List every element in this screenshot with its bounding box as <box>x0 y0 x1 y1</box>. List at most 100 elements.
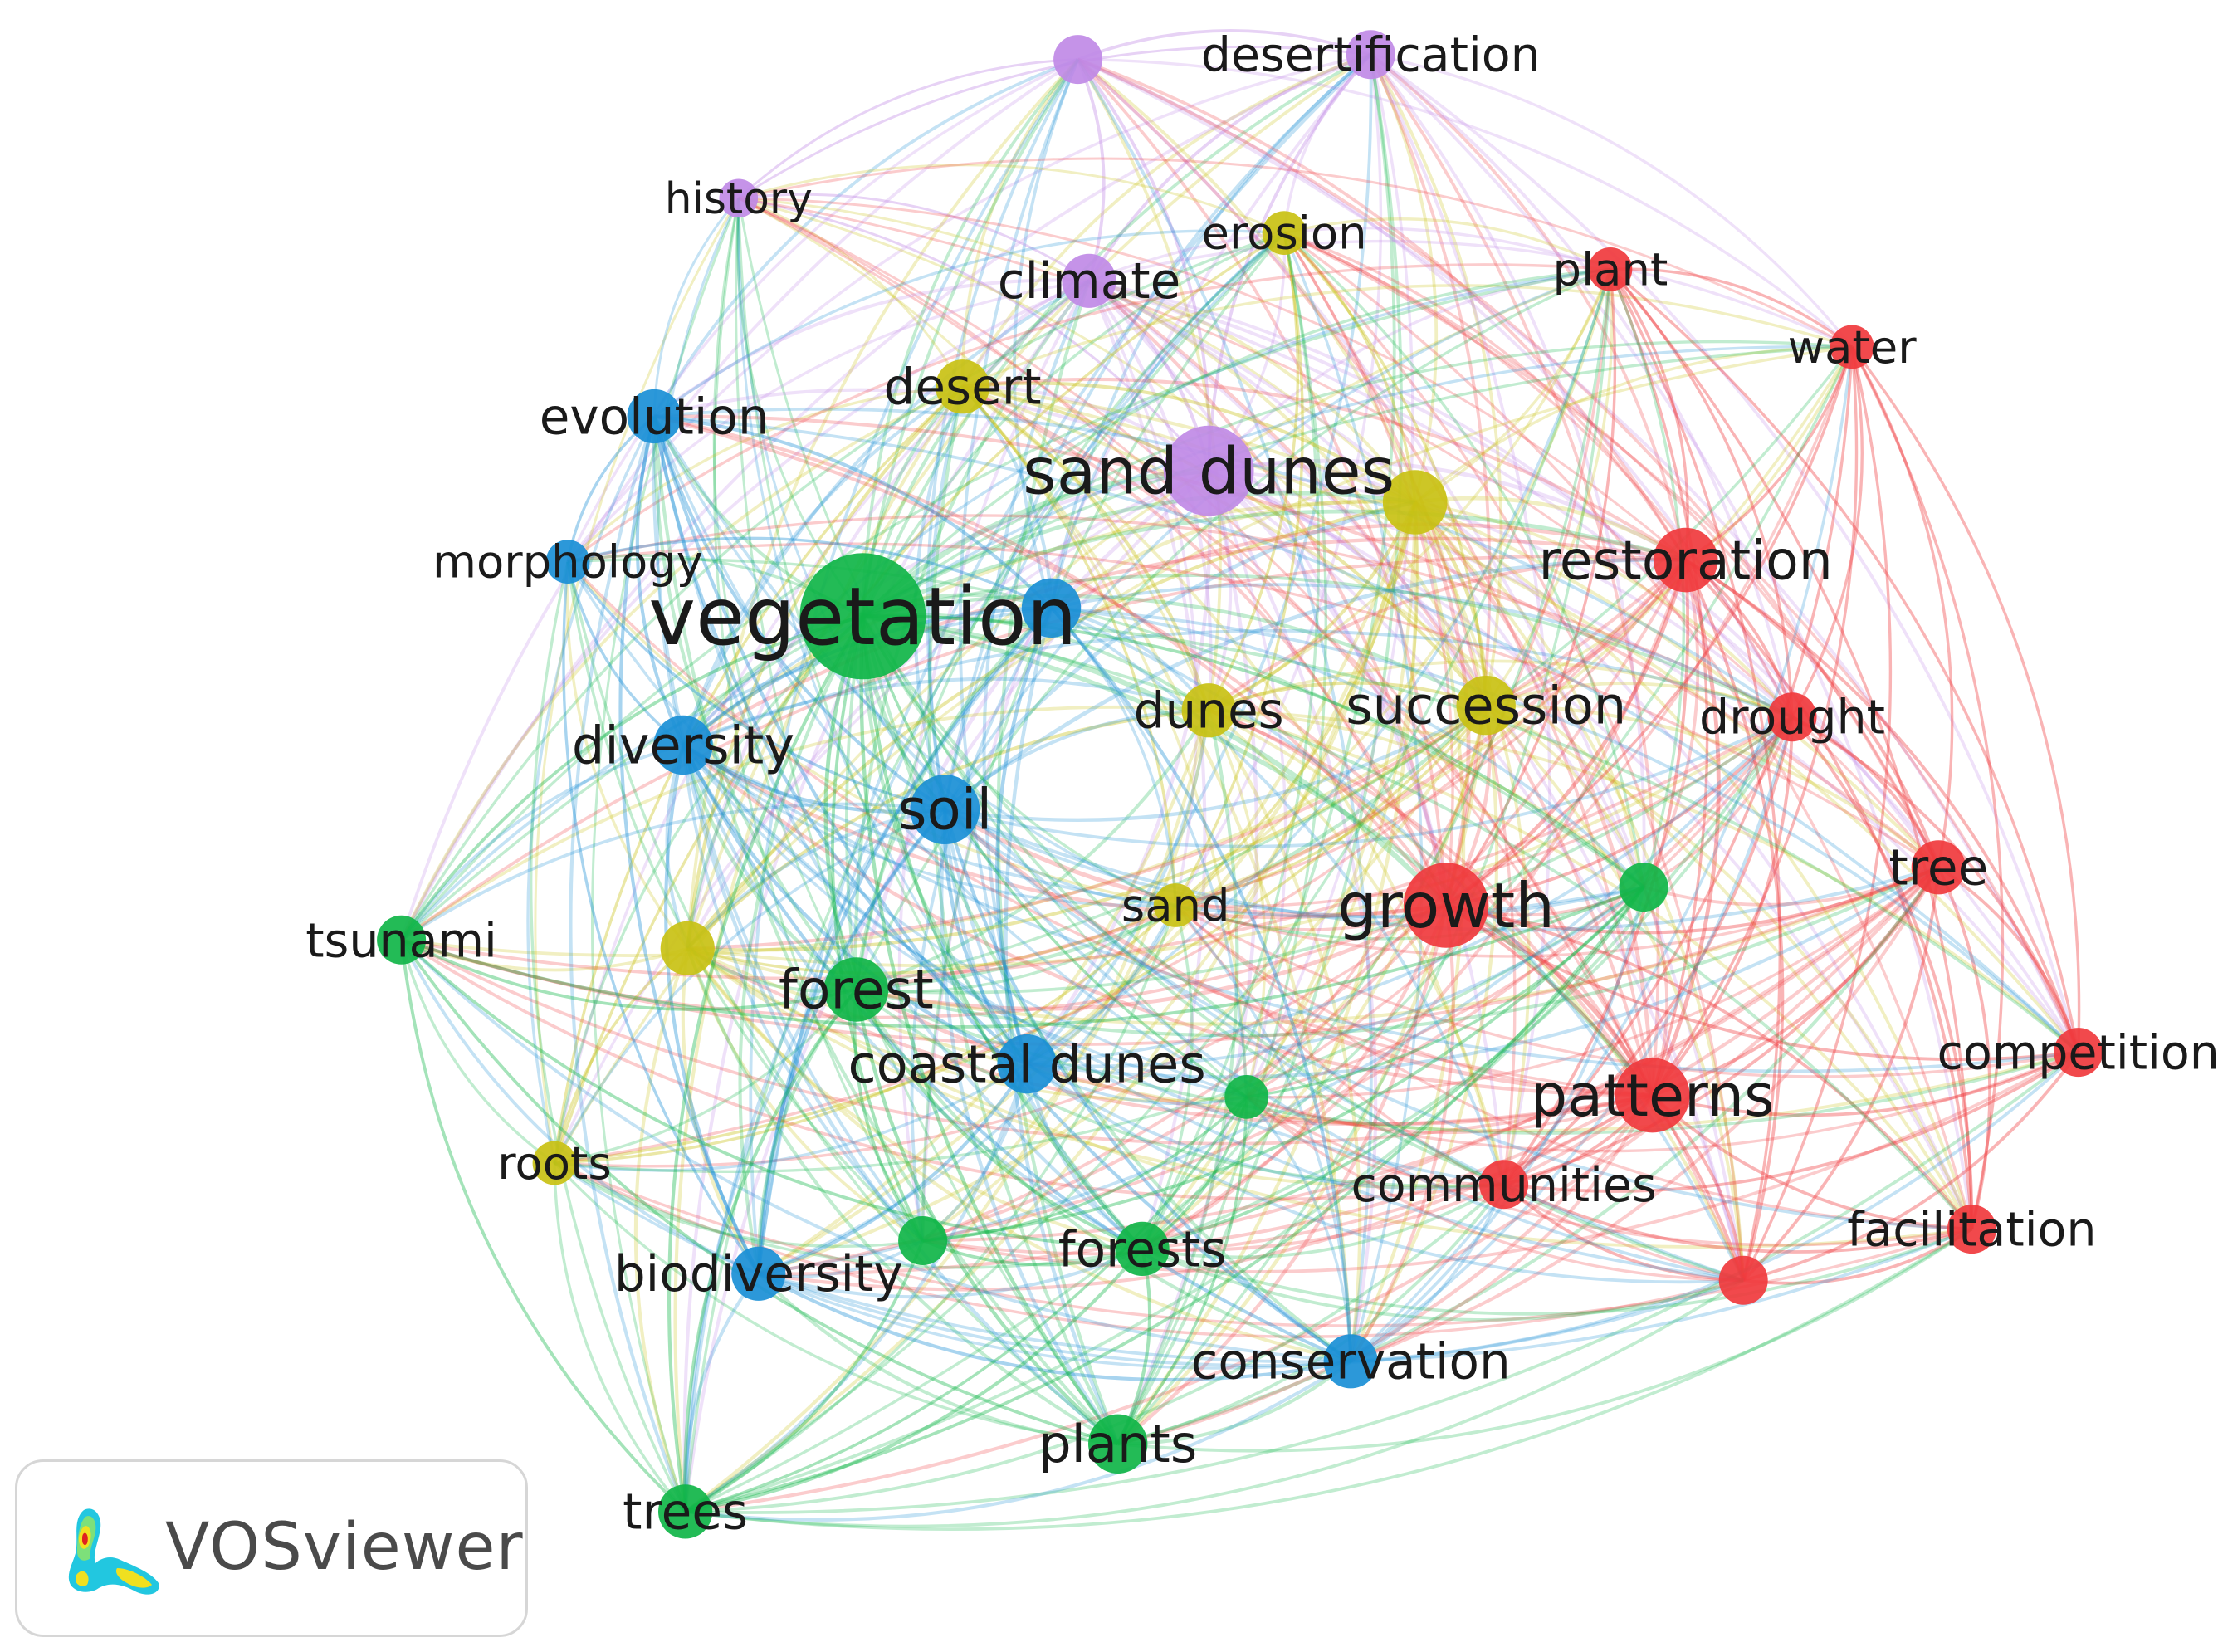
link-soil-n_green_right <box>944 808 1644 919</box>
node-evolution[interactable] <box>627 389 682 444</box>
link-water-tsunami <box>400 345 1853 941</box>
node-trees[interactable] <box>658 1484 713 1539</box>
link-facilitation-forests <box>1141 1227 1973 1316</box>
link-restoration-soil <box>943 557 1686 811</box>
link-vegetation-n_green_right <box>862 614 1645 889</box>
link-dunes-communities <box>1208 709 1506 1185</box>
node-n_blue_center[interactable] <box>1021 578 1082 638</box>
node-communities[interactable] <box>1479 1160 1529 1210</box>
link-succession-restoration <box>1485 559 1688 707</box>
link-n_yellow_center-plant <box>1414 268 1612 504</box>
link-competition-n_blue_center <box>1051 606 2080 1053</box>
node-biodiversity[interactable] <box>731 1246 786 1301</box>
node-n_yellow_center[interactable] <box>1382 470 1448 535</box>
link-drought-coastal_dunes <box>1026 716 1794 1066</box>
link-evolution-forests <box>652 416 1144 1250</box>
link-sand_dunes-competition <box>1208 469 2080 1053</box>
node-desert[interactable] <box>936 359 990 414</box>
link-dunes-n_green_low <box>921 710 1211 1242</box>
link-conservation-forest <box>854 988 1351 1363</box>
link-restoration-competition <box>1684 558 2080 1053</box>
link-n_top_purple-coastal_dunes <box>958 58 1080 1065</box>
node-patterns[interactable] <box>1615 1058 1690 1133</box>
label-roots: roots <box>497 1137 611 1190</box>
node-dunes[interactable] <box>1181 683 1236 738</box>
link-erosion-vegetation <box>861 232 1285 618</box>
node-water[interactable] <box>1830 325 1874 369</box>
link-plant-diversity <box>682 267 1611 746</box>
link-desertification-sand <box>1174 54 1383 907</box>
node-facilitation[interactable] <box>1947 1205 1996 1254</box>
link-competition-diversity <box>682 743 2079 1073</box>
node-history[interactable] <box>719 178 759 218</box>
link-n_yellow_left-water <box>686 345 1853 950</box>
link-communities-diversity <box>682 744 1504 1186</box>
node-conservation[interactable] <box>1323 1334 1378 1389</box>
node-n_green_mid[interactable] <box>1224 1075 1269 1119</box>
node-erosion[interactable] <box>1262 211 1307 255</box>
node-succession[interactable] <box>1456 676 1516 736</box>
link-plant-restoration <box>1609 268 1689 560</box>
node-tsunami[interactable] <box>377 915 427 965</box>
node-climate[interactable] <box>1062 253 1116 308</box>
link-n_yellow_center-biodiversity <box>757 501 1417 1276</box>
link-drought-diversity <box>682 628 1793 747</box>
link-succession-facilitation <box>1485 704 1974 1230</box>
link-sand_dunes-succession <box>1208 469 1488 706</box>
node-sand_dunes[interactable] <box>1163 425 1254 516</box>
link-drought-n_blue_center <box>1051 583 1793 719</box>
link-climate-facilitation <box>1088 279 1974 1230</box>
node-n_red_bottom[interactable] <box>1718 1255 1768 1305</box>
link-succession-n_green_mid <box>1245 705 1488 1098</box>
node-desertification[interactable] <box>1346 30 1395 80</box>
link-roots-plants <box>553 1161 1118 1445</box>
node-n_top_purple[interactable] <box>1053 35 1103 85</box>
link-tree-n_green_right <box>1643 866 1940 907</box>
node-roots[interactable] <box>532 1141 577 1185</box>
link-morphology-n_blue_center <box>567 536 1053 609</box>
link-n_blue_center-forest <box>854 606 1053 990</box>
link-history-sand_dunes <box>738 197 1210 472</box>
node-forests[interactable] <box>1115 1221 1170 1276</box>
node-n_green_right[interactable] <box>1619 863 1668 912</box>
link-n_yellow_left-n_green_mid <box>686 946 1247 1102</box>
link-drought-facilitation <box>1791 716 1974 1229</box>
node-plants[interactable] <box>1088 1414 1148 1474</box>
link-sand_dunes-conservation <box>1207 470 1378 1362</box>
link-sand_dunes-evolution <box>653 388 1210 472</box>
link-history-forest <box>712 198 857 990</box>
node-vegetation[interactable] <box>799 553 926 680</box>
link-roots-n_green_low <box>554 1161 923 1248</box>
link-dunes-trees <box>684 710 1211 1513</box>
link-desertification-competition <box>1370 53 2080 1053</box>
link-erosion-tree <box>1283 232 1940 868</box>
link-drought-vegetation <box>862 574 1793 719</box>
label-morphology: morphology <box>432 536 703 589</box>
node-soil[interactable] <box>910 775 980 844</box>
link-evolution-soil <box>652 415 946 811</box>
node-n_green_low[interactable] <box>898 1216 948 1265</box>
link-plant-water <box>1610 267 1854 349</box>
node-forest[interactable] <box>823 957 889 1022</box>
node-sand[interactable] <box>1153 883 1198 927</box>
link-conservation-n_green_mid <box>1245 1096 1352 1361</box>
node-diversity[interactable] <box>653 715 713 775</box>
node-plant[interactable] <box>1588 247 1633 291</box>
node-restoration[interactable] <box>1653 527 1718 593</box>
node-growth[interactable] <box>1403 863 1489 948</box>
node-n_yellow_left[interactable] <box>660 921 715 975</box>
node-morphology[interactable] <box>545 540 590 584</box>
node-tree[interactable] <box>1911 840 1966 895</box>
link-soil-coastal_dunes <box>942 809 1028 1065</box>
link-water-tree <box>1850 346 1954 868</box>
link-climate-patterns <box>1087 279 1654 1096</box>
link-erosion-plants <box>1116 232 1327 1445</box>
node-coastal_dunes[interactable] <box>997 1034 1057 1094</box>
link-restoration-tsunami <box>400 555 1686 941</box>
link-sand-patterns <box>1175 904 1653 1097</box>
link-desertification-desert <box>960 52 1371 388</box>
link-n_yellow_center-dunes <box>1208 501 1417 712</box>
link-erosion-n_green_low <box>921 232 1286 1241</box>
node-drought[interactable] <box>1767 692 1817 742</box>
node-competition[interactable] <box>2054 1028 2103 1078</box>
